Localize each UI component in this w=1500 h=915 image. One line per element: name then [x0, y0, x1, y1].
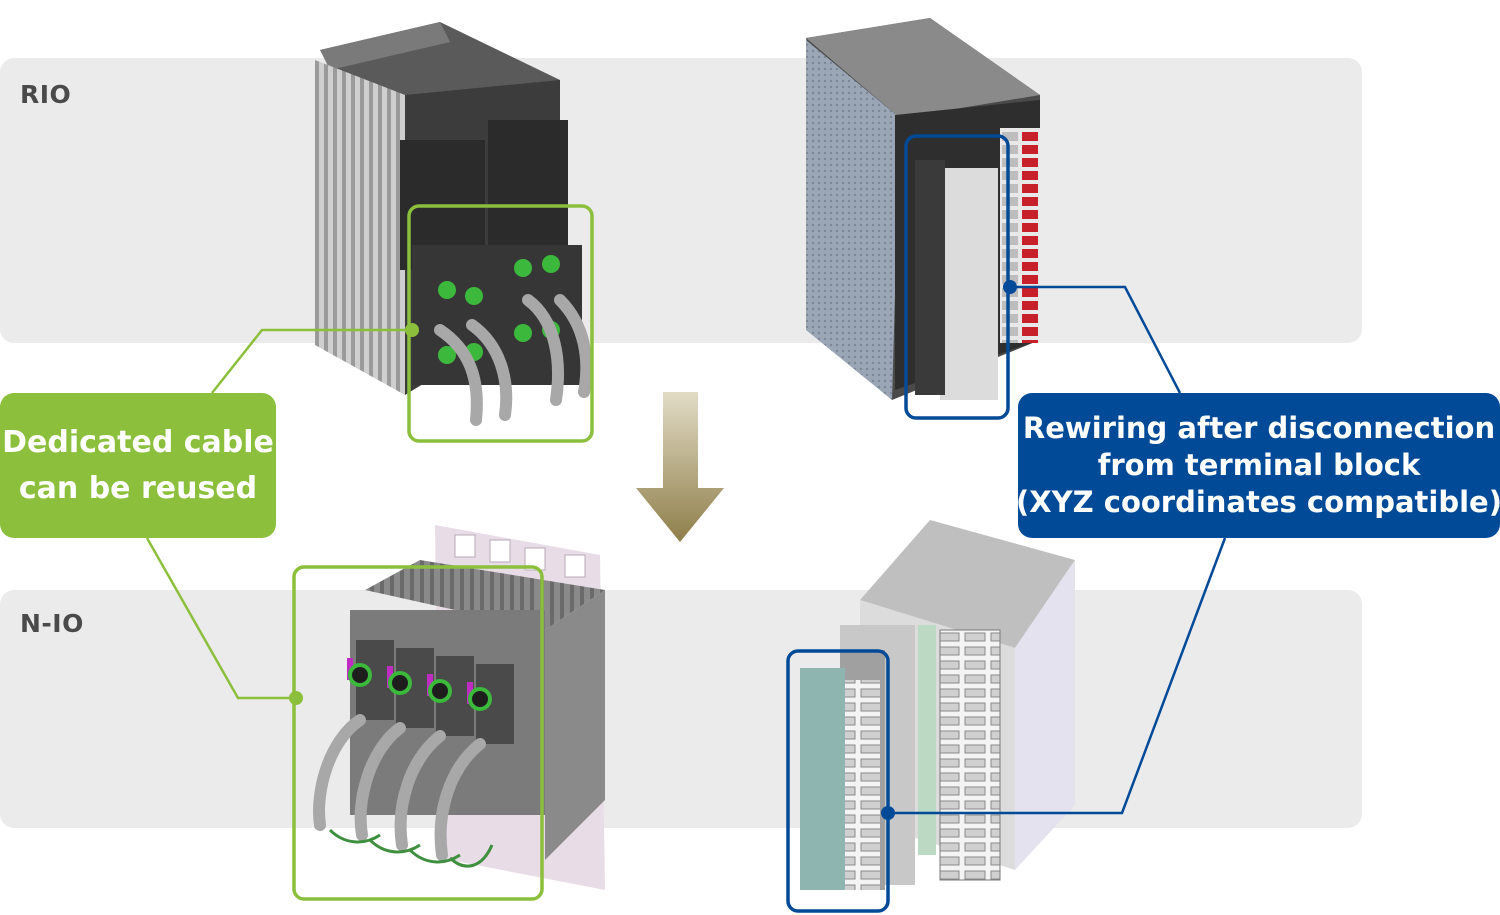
down-arrow-icon — [636, 392, 724, 542]
callout-blue-line-1: Rewiring after disconnection — [1022, 411, 1496, 445]
rio-band — [0, 58, 1362, 343]
green-leader-lines — [145, 328, 412, 700]
nio-cable-highlight-frame — [292, 565, 544, 901]
rio-right-device-image — [806, 18, 1040, 400]
rio-terminal-highlight-frame — [904, 134, 1010, 420]
nio-cable-marker-dot — [289, 691, 303, 705]
rio-left-device-image — [315, 22, 593, 426]
blue-leader-lines — [888, 285, 1227, 815]
callout-green-line-1: Dedicated cable — [2, 424, 274, 460]
nio-terminal-highlight-frame — [786, 649, 890, 913]
nio-terminal-marker-dot — [881, 806, 895, 820]
callout-green-line-2: can be reused — [18, 470, 258, 506]
nio-left-device-image — [313, 525, 605, 890]
rio-label: RIO — [20, 80, 72, 109]
nio-label: N-IO — [20, 609, 84, 638]
rio-terminal-marker-dot — [1003, 280, 1017, 294]
rewiring-callout: Rewiring after disconnection from termin… — [1016, 393, 1500, 538]
rio-cable-marker-dot — [405, 323, 419, 337]
dedicated-cable-callout: Dedicated cable can be reused — [0, 393, 276, 538]
callout-blue-line-3: (XYZ coordinates compatible) — [1016, 485, 1500, 519]
callout-blue-line-2: from terminal block — [1097, 448, 1421, 482]
nio-right-device-image — [800, 520, 1075, 890]
rio-cable-highlight-frame — [407, 204, 594, 443]
nio-band — [0, 590, 1362, 828]
